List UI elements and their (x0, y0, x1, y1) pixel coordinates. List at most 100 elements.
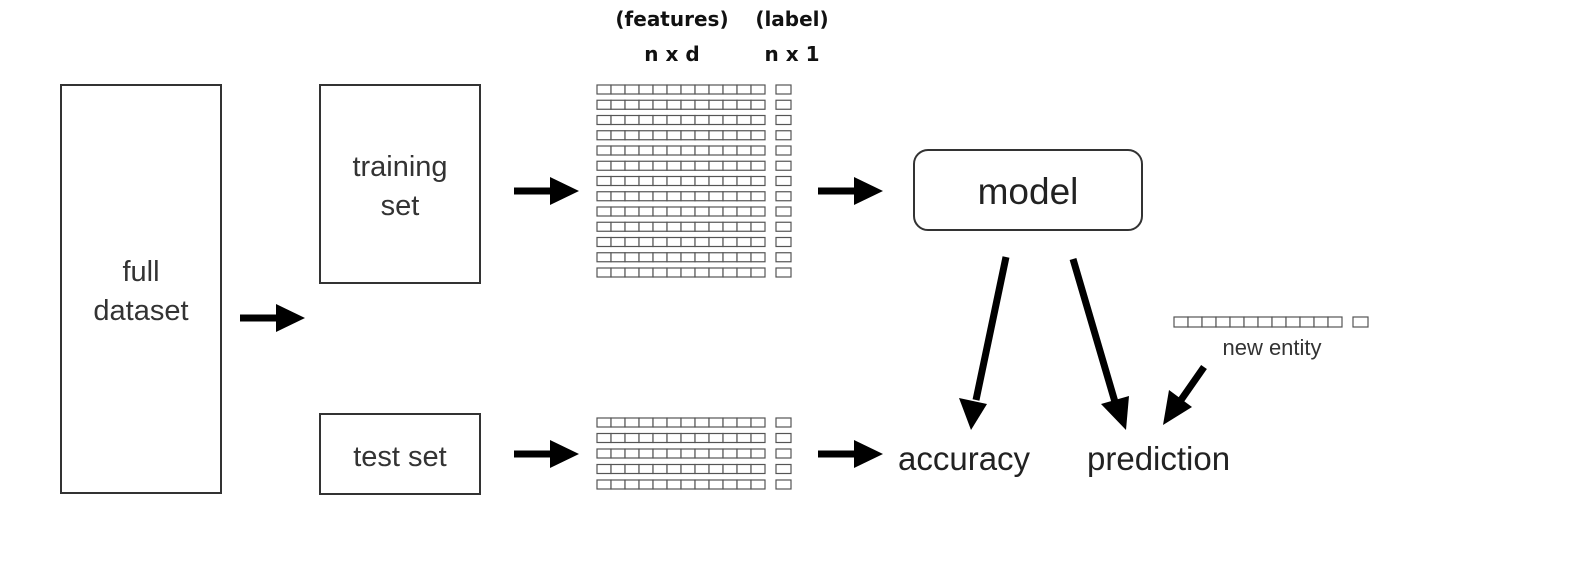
feature-cell (680, 145, 696, 156)
feature-cell (722, 267, 738, 278)
feature-cell (596, 267, 612, 278)
feature-cell (638, 175, 654, 187)
feature-cell (624, 221, 640, 232)
label-cell (775, 130, 792, 141)
feature-cell (624, 479, 640, 490)
model-label: model (978, 171, 1079, 212)
matrix-headers: (features) n x d (label) n x 1 (615, 7, 828, 66)
feature-cell (610, 448, 626, 459)
feature-cell (722, 417, 738, 428)
feature-cell (610, 221, 626, 232)
feature-cell (596, 175, 612, 187)
label-cell (775, 267, 792, 278)
feature-cell (680, 417, 696, 428)
feature-cell (652, 252, 668, 263)
test-set-label: test set (353, 441, 447, 473)
feature-cell (750, 99, 766, 110)
label-cell (775, 463, 792, 475)
feature-cell (694, 99, 710, 110)
feature-cell (652, 221, 668, 232)
feature-cell (694, 236, 710, 248)
feature-cell (708, 114, 724, 126)
feature-cell (680, 252, 696, 263)
feature-cell (638, 432, 654, 444)
label-cell (775, 221, 792, 232)
feature-cell (722, 221, 738, 232)
feature-cell (1243, 316, 1259, 328)
feature-cell (638, 130, 654, 141)
label-cell (775, 479, 792, 490)
feature-cell (624, 267, 640, 278)
feature-cell (596, 84, 612, 95)
model-box (913, 149, 1143, 231)
feature-cell (680, 221, 696, 232)
feature-cell (666, 448, 682, 459)
feature-cell (722, 479, 738, 490)
feature-cell (1285, 316, 1301, 328)
feature-cell (694, 84, 710, 95)
feature-cell (596, 479, 612, 490)
new-entity-label: new entity (1222, 335, 1321, 360)
feature-cell (694, 191, 710, 202)
feature-cell (610, 145, 626, 156)
feature-cell (708, 267, 724, 278)
feature-cell (736, 191, 752, 202)
feature-cell (624, 130, 640, 141)
feature-cell (708, 448, 724, 459)
feature-cell (596, 160, 612, 171)
feature-cell (666, 252, 682, 263)
feature-cell (680, 175, 696, 187)
feature-cell (652, 463, 668, 475)
feature-cell (722, 236, 738, 248)
label-cell (775, 160, 792, 171)
feature-cell (596, 114, 612, 126)
feature-cell (694, 448, 710, 459)
feature-cell (736, 221, 752, 232)
feature-cell (666, 114, 682, 126)
accuracy-label: accuracy (898, 440, 1031, 477)
feature-cell (610, 160, 626, 171)
feature-cell (736, 448, 752, 459)
feature-cell (750, 145, 766, 156)
model-node: model (913, 149, 1143, 231)
feature-cell (708, 417, 724, 428)
label-cell (775, 99, 792, 110)
feature-cell (638, 84, 654, 95)
prediction-label: prediction (1087, 440, 1230, 477)
feature-cell (694, 479, 710, 490)
feature-cell (736, 267, 752, 278)
feature-cell (1313, 316, 1329, 328)
training-set-label-line2: set (381, 190, 420, 222)
feature-cell (694, 267, 710, 278)
feature-cell (666, 432, 682, 444)
feature-cell (736, 145, 752, 156)
feature-cell (610, 206, 626, 217)
feature-cell (638, 267, 654, 278)
feature-cell (722, 114, 738, 126)
feature-cell (624, 114, 640, 126)
feature-cell (638, 160, 654, 171)
arrow-test-matrix-to-accuracy (818, 440, 883, 468)
arrow-model-to-accuracy (959, 256, 1010, 430)
feature-cell (666, 84, 682, 95)
feature-cell (750, 175, 766, 187)
feature-cell (722, 432, 738, 444)
test-set-node: test set (319, 413, 481, 495)
feature-cell (750, 206, 766, 217)
feature-cell (638, 191, 654, 202)
feature-cell (708, 236, 724, 248)
training-set-node: training set (319, 84, 481, 284)
feature-cell (610, 463, 626, 475)
feature-cell (680, 267, 696, 278)
feature-cell (610, 236, 626, 248)
label-cell (775, 84, 792, 95)
feature-cell (666, 236, 682, 248)
feature-cell (750, 463, 766, 475)
feature-cell (610, 479, 626, 490)
feature-cell (694, 463, 710, 475)
feature-cell (750, 114, 766, 126)
feature-cell (736, 130, 752, 141)
feature-cell (624, 463, 640, 475)
feature-cell (694, 206, 710, 217)
